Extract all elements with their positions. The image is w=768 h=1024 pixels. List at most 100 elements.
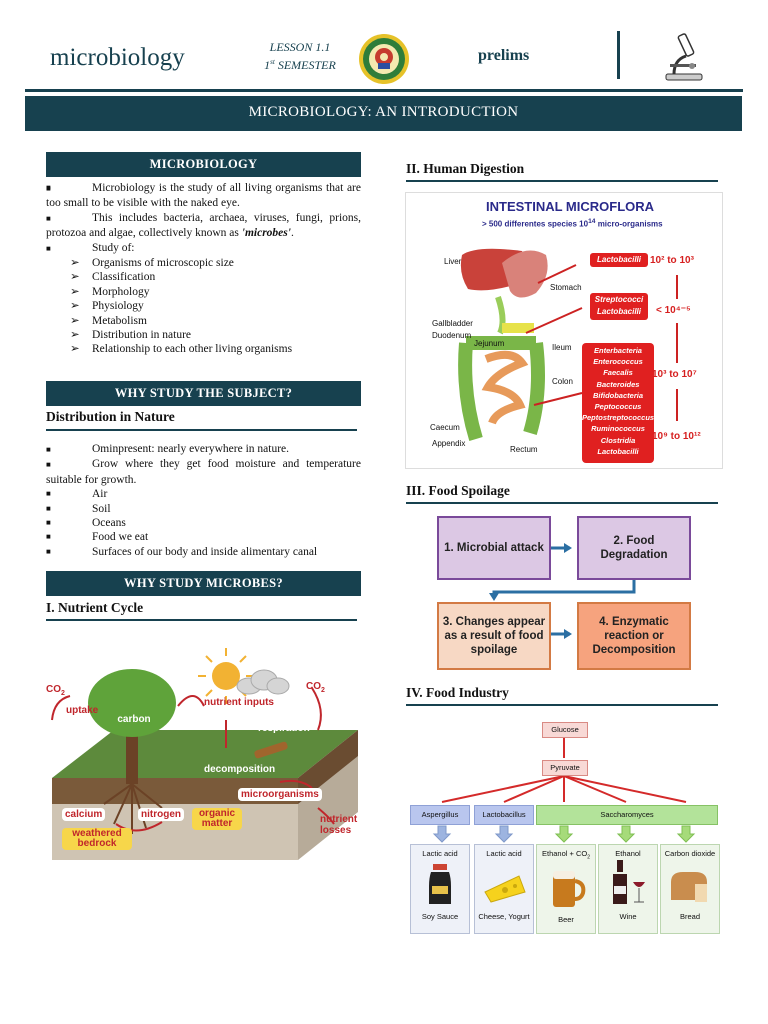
uptake-label: uptake [66, 705, 99, 716]
food-industry-diagram: Glucose Pyruvate Aspergillus Lactobacill… [406, 712, 722, 934]
organ-label: Rectum [510, 445, 538, 454]
organ-label: Stomach [550, 283, 582, 292]
bullet-item: ■ [46, 183, 51, 192]
count-small-intestine: < 10⁴⁻⁵ [656, 305, 691, 316]
food-industry-arrows [432, 738, 696, 843]
organ-label: Appendix [432, 439, 466, 448]
small-intestine-shape [481, 350, 529, 425]
respiration-label: respiration [258, 723, 310, 734]
flow-step-3: 3. Changes appear as a result of food sp… [437, 602, 551, 670]
heading-rule [406, 180, 718, 182]
lesson-info: LESSON 1.1 1st SEMESTER [264, 40, 336, 72]
pancreas-shape [502, 323, 534, 333]
product-card-soy-sauce: Lactic acid Soy Sauce [410, 844, 470, 934]
term-label: prelims [478, 47, 530, 64]
nutrient-cycle-subheading: I. Nutrient Cycle [46, 600, 144, 615]
list-item: ➢Organisms of microscopic size [70, 257, 234, 270]
organic-matter-label: organic matter [192, 808, 242, 830]
school-seal-logo [359, 34, 409, 84]
organ-label: Liver [444, 257, 462, 266]
soy-sauce-bottle-icon [429, 864, 451, 904]
study-of-label: Study of: [92, 241, 135, 254]
heading-rule [406, 704, 718, 706]
microbes-list-text: This includes bacteria, archaea, viruses… [46, 211, 361, 240]
glucose-node: Glucose [542, 722, 588, 738]
flow-step-4: 4. Enzymatic reaction or Decomposition [577, 602, 691, 670]
list-item: ➢Distribution in nature [70, 329, 192, 342]
microbiology-content: ■ [46, 181, 361, 195]
decomposition-label: decomposition [204, 764, 276, 775]
bacteria-box-stomach: Lactobacilli [590, 253, 648, 267]
figure-title: INTESTINAL MICROFLORA [486, 199, 655, 214]
count-stomach: 10² to 10³ [650, 255, 694, 266]
definition-text: Microbiology is the study of all living … [46, 182, 361, 210]
flow-step-2: 2. Food Degradation [577, 516, 691, 580]
organ-label: Jejunum [474, 339, 505, 348]
course-title: microbiology [50, 44, 185, 71]
food-spoilage-heading: III. Food Spoilage [406, 483, 510, 498]
count-ileum: 10³ to 10⁷ [652, 369, 697, 380]
page-banner: MICROBIOLOGY: AN INTRODUCTION [25, 96, 742, 131]
list-item: ➢Relationship to each other living organ… [70, 343, 293, 356]
wine-bottle-icon [613, 860, 645, 904]
product-card-bread: Carbon dioxide Bread [660, 844, 720, 934]
section-heading-microbiology: MICROBIOLOGY [46, 152, 361, 177]
organ-label: Ileum [552, 343, 572, 352]
list-item: ➢Metabolism [70, 314, 147, 327]
tree-icon [88, 669, 176, 834]
organism-aspergillus: Aspergillus [410, 805, 470, 825]
product-card-cheese: Lactic acid Cheese, Yogurt [474, 844, 534, 934]
list-item: ➢Classification [70, 271, 156, 284]
header-divider [617, 31, 620, 79]
list-item: ■Soil [46, 502, 111, 515]
food-spoilage-flowchart: 1. Microbial attack 2. Food Degradation … [406, 508, 722, 674]
nutrient-inputs-label: nutrient inputs [204, 697, 274, 708]
weathered-bedrock-label: weathered bedrock [62, 828, 132, 850]
digestive-system-illustration [458, 248, 678, 442]
organ-label: Duodenum [432, 331, 472, 340]
list-item: ■Surfaces of our body and inside aliment… [46, 545, 318, 558]
microscope-icon [665, 33, 703, 81]
organism-saccharomyces: Saccharomyces [536, 805, 718, 825]
organism-lactobacillus: Lactobacillus [474, 805, 534, 825]
beer-mug-icon [553, 870, 586, 907]
intestinal-microflora-figure: INTESTINAL MICROFLORA > 500 differentes … [406, 193, 722, 468]
list-item: ■Food we eat [46, 531, 149, 544]
log-icon [254, 741, 288, 759]
list-item: ➢Morphology [70, 285, 150, 298]
co2-left-label: CO2 [46, 684, 65, 697]
section-heading-why-study-subject: WHY STUDY THE SUBJECT? [46, 381, 361, 406]
nutrient-losses-label: nutrient losses [320, 814, 358, 836]
cheese-icon [484, 875, 526, 903]
count-colon: 10⁹ to 10¹² [652, 431, 701, 442]
nutrient-cycle-diagram: CO2 uptake carbon nutrient inputs CO2 re… [44, 628, 364, 864]
sun-icon [198, 648, 254, 704]
bread-icon [671, 872, 707, 902]
list-item: ➢Physiology [70, 300, 144, 313]
stomach-shape [502, 250, 548, 298]
subheading-rule [46, 619, 357, 621]
organ-label: Colon [552, 377, 573, 386]
list-item: ■Oceans [46, 517, 126, 530]
calcium-label: calcium [62, 808, 106, 821]
flow-step-1: 1. Microbial attack [437, 516, 551, 580]
subheading-rule [46, 429, 357, 431]
organ-label: Caecum [430, 423, 460, 432]
heading-rule [406, 502, 718, 504]
figure-subtitle: > 500 differentes species 1014 micro-org… [482, 218, 663, 229]
colon-shape [458, 336, 545, 442]
co2-right-label: CO2 [306, 681, 325, 694]
cloud-icon [236, 669, 290, 695]
organ-label: Gallbladder [432, 319, 473, 328]
list-item: ■Air [46, 488, 108, 501]
microorganisms-label: microorganisms [238, 788, 322, 801]
pyruvate-node: Pyruvate [542, 760, 588, 776]
header-rule [25, 89, 743, 92]
microbes-term: 'microbes' [241, 227, 291, 240]
product-card-beer: Ethanol + CO2 Beer [536, 844, 596, 934]
human-digestion-heading: II. Human Digestion [406, 161, 525, 176]
section-heading-why-study-microbes: WHY STUDY MICROBES? [46, 571, 361, 596]
product-card-wine: Ethanol Wine [598, 844, 658, 934]
